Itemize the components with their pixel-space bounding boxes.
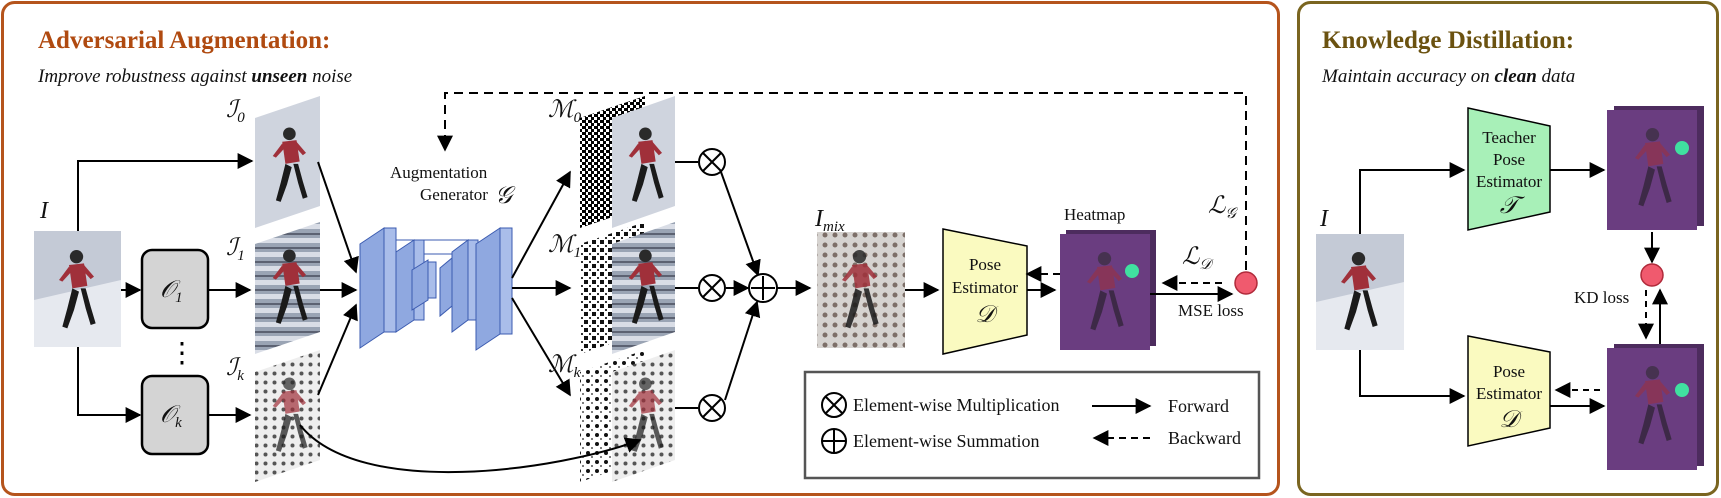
img-I1-label: ℐ1 — [226, 235, 245, 264]
mask-M0 — [580, 96, 675, 228]
loss-D-label: ℒ𝒟 — [1182, 244, 1214, 273]
legend-backward: Backward — [1168, 428, 1241, 448]
mixed-image — [817, 232, 905, 348]
left-panel-subtitle: Improve robustness against unseen noise — [37, 66, 352, 87]
kd-input-image — [1316, 234, 1404, 350]
mask-M1 — [580, 222, 675, 354]
circle-times-icon — [698, 394, 726, 422]
right-panel-border — [1297, 1, 1719, 496]
arrow-kdI-to-student — [1359, 350, 1466, 404]
left-panel-border — [1, 1, 1280, 496]
pose-estimator-D — [942, 228, 1028, 355]
student-heatmap-icon — [1607, 344, 1704, 470]
legend-circle-plus-icon — [821, 428, 847, 454]
loss-G-label: ℒ𝒢 — [1208, 193, 1238, 222]
legend-circle-times-icon — [821, 392, 847, 418]
heatmap-label: Heatmap — [1064, 205, 1125, 224]
heatmap-icon — [1060, 230, 1156, 350]
mse-loss-label: MSE loss — [1178, 301, 1244, 320]
teacher-pose-estimator — [1467, 107, 1551, 231]
augmentation-generator — [359, 227, 513, 351]
arrow-generator-to-M0 — [511, 170, 571, 279]
arrow-I-to-I0 — [77, 153, 254, 231]
kd-loss-dot-icon — [1640, 263, 1664, 287]
generator-label-line2: Generator — [420, 185, 488, 204]
student-pose-estimator — [1467, 335, 1551, 447]
arrow-Ik-to-generator — [317, 303, 358, 396]
right-panel-subtitle: Maintain accuracy on clean data — [1321, 66, 1575, 87]
teacher-line3: Estimator — [1476, 172, 1542, 191]
teacher-line1: Teacher — [1482, 128, 1536, 147]
arrow-kdI-to-teacher — [1359, 162, 1466, 234]
augmented-image-I1 — [255, 222, 320, 354]
arrow-mult0-to-sum — [720, 171, 761, 277]
legend-multiplication: Element-wise Multiplication — [853, 395, 1059, 415]
generator-label-line1: Augmentation — [390, 163, 488, 182]
legend-forward: Forward — [1168, 396, 1229, 416]
arrow-I0-to-generator — [317, 161, 359, 274]
generator-symbol: 𝒢 — [495, 183, 516, 209]
arrow-I-to-Ok — [77, 347, 142, 423]
mask-Mk — [580, 350, 675, 482]
legend-summation: Element-wise Summation — [853, 431, 1039, 451]
augmented-image-I0 — [255, 96, 320, 228]
arrow-generator-to-Mk — [511, 297, 571, 397]
arrow-backward-to-generator — [437, 92, 1247, 270]
input-label-I: I — [39, 198, 49, 224]
arrow-Ik-to-Mk-curve — [299, 424, 642, 474]
loss-dot-icon — [1234, 271, 1258, 295]
input-image — [34, 231, 121, 347]
legend-box — [803, 370, 1261, 480]
augmented-image-Ik — [255, 350, 320, 482]
circle-plus-icon — [748, 273, 778, 303]
kd-loss-label: KD loss — [1574, 288, 1629, 307]
student-line2: Estimator — [1476, 384, 1542, 403]
pose-estimator-line1: Pose — [969, 255, 1001, 274]
mask-Mk-label: ℳk — [548, 352, 581, 381]
student-line1: Pose — [1493, 362, 1525, 381]
right-panel-title: Knowledge Distillation: — [1322, 27, 1574, 54]
mask-M0-label: ℳ0 — [548, 97, 582, 126]
operator-dots: ⋮ — [168, 336, 196, 369]
pose-estimator-line2: Estimator — [952, 278, 1018, 297]
circle-times-icon — [698, 148, 726, 176]
img-Ik-label: ℐk — [226, 355, 244, 384]
left-panel-title: Adversarial Augmentation: — [38, 27, 330, 54]
circle-times-icon — [698, 274, 726, 302]
mask-M1-label: ℳ1 — [548, 232, 581, 261]
imix-label: Imix — [814, 206, 845, 235]
arrow-multk-to-sum — [724, 300, 761, 401]
kd-input-label-I: I — [1319, 206, 1329, 232]
img-I0-label: ℐ0 — [226, 97, 245, 126]
teacher-heatmap-icon — [1607, 106, 1704, 230]
teacher-line2: Pose — [1493, 150, 1525, 169]
